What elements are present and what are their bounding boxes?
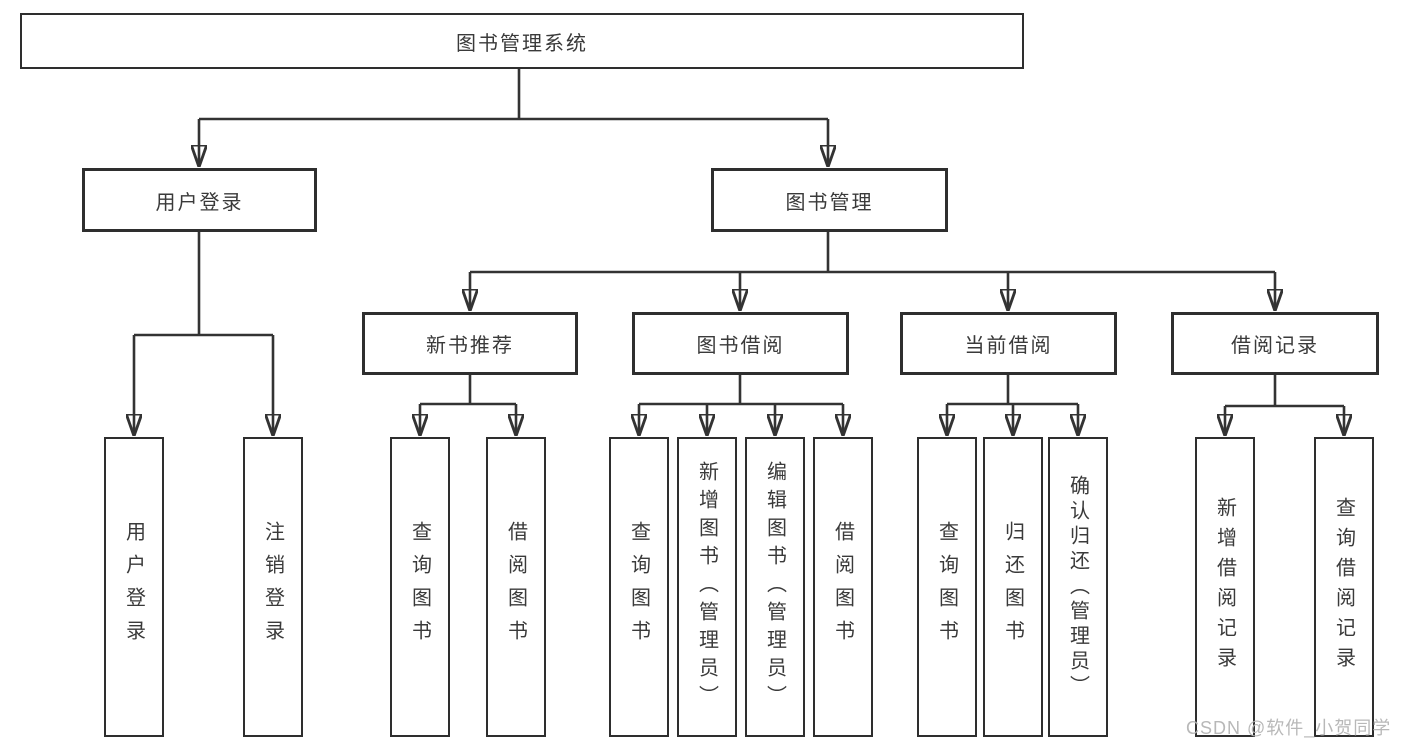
node-leaf-bb-edit-label: 编辑图书（管理员） bbox=[763, 461, 786, 713]
node-leaf-br-query: 查询借阅记录 bbox=[1314, 437, 1374, 737]
node-leaf-logout: 注销登录 bbox=[243, 437, 303, 737]
node-leaf-user-login: 用户登录 bbox=[104, 437, 164, 737]
node-borrow-records: 借阅记录 bbox=[1171, 312, 1379, 375]
node-leaf-cb-query-label: 查询图书 bbox=[935, 521, 958, 653]
node-leaf-cb-confirm-label: 确认归还（管理员） bbox=[1066, 474, 1089, 700]
node-leaf-bb-borrow: 借阅图书 bbox=[813, 437, 873, 737]
csdn-watermark: CSDN @软件_小贺同学 bbox=[1186, 718, 1392, 738]
node-leaf-nbr-query: 查询图书 bbox=[390, 437, 450, 737]
node-leaf-nbr-borrow: 借阅图书 bbox=[486, 437, 546, 737]
node-leaf-br-query-label: 查询借阅记录 bbox=[1332, 497, 1355, 677]
node-leaf-logout-label: 注销登录 bbox=[261, 521, 284, 653]
node-leaf-br-add-label: 新增借阅记录 bbox=[1213, 497, 1236, 677]
node-leaf-bb-add: 新增图书（管理员） bbox=[677, 437, 737, 737]
node-new-book-rec-label: 新书推荐 bbox=[426, 335, 514, 357]
node-leaf-nbr-borrow-label: 借阅图书 bbox=[504, 521, 527, 653]
node-borrow-records-label: 借阅记录 bbox=[1231, 335, 1319, 357]
node-book-borrow: 图书借阅 bbox=[632, 312, 849, 375]
node-current-borrow: 当前借阅 bbox=[900, 312, 1117, 375]
node-new-book-rec: 新书推荐 bbox=[362, 312, 578, 375]
node-leaf-cb-return-label: 归还图书 bbox=[1001, 521, 1024, 653]
node-book-borrow-label: 图书借阅 bbox=[696, 335, 785, 357]
node-book-management: 图书管理 bbox=[711, 168, 948, 232]
node-leaf-bb-query-label: 查询图书 bbox=[627, 521, 650, 653]
node-leaf-nbr-query-label: 查询图书 bbox=[408, 521, 431, 653]
node-book-management-label: 图书管理 bbox=[785, 191, 874, 214]
node-user-login-label: 用户登录 bbox=[155, 191, 244, 214]
node-leaf-bb-edit: 编辑图书（管理员） bbox=[745, 437, 805, 737]
node-leaf-cb-confirm: 确认归还（管理员） bbox=[1048, 437, 1108, 737]
node-leaf-bb-add-label: 新增图书（管理员） bbox=[695, 461, 718, 713]
node-leaf-cb-query: 查询图书 bbox=[917, 437, 977, 737]
node-leaf-cb-return: 归还图书 bbox=[983, 437, 1043, 737]
node-root-label: 图书管理系统 bbox=[456, 32, 588, 55]
node-root: 图书管理系统 bbox=[20, 13, 1024, 69]
node-leaf-bb-borrow-label: 借阅图书 bbox=[831, 521, 854, 653]
node-leaf-user-login-label: 用户登录 bbox=[122, 521, 145, 653]
node-leaf-bb-query: 查询图书 bbox=[609, 437, 669, 737]
node-current-borrow-label: 当前借阅 bbox=[964, 335, 1053, 357]
node-leaf-br-add: 新增借阅记录 bbox=[1195, 437, 1255, 737]
node-user-login: 用户登录 bbox=[82, 168, 317, 232]
